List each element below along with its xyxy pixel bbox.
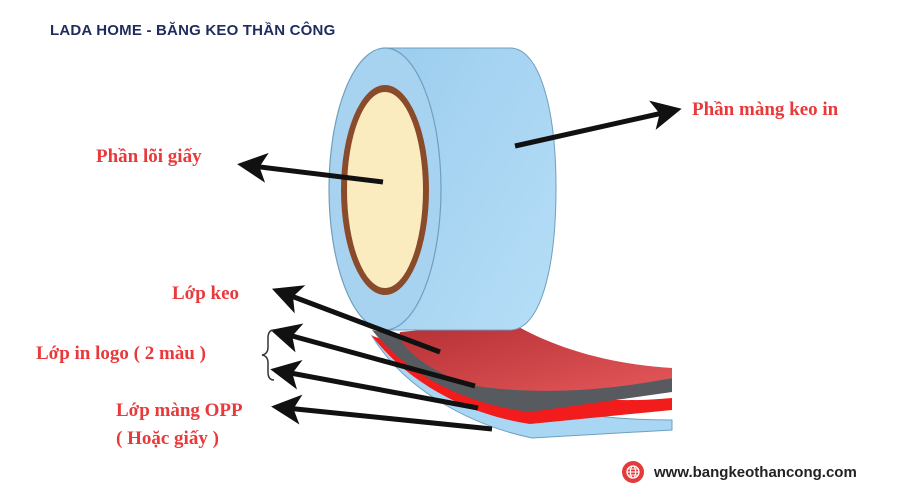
label-logo: Lớp in logo ( 2 màu ) [36,343,206,364]
label-opp: Lớp màng OPP [116,400,243,421]
website-link[interactable]: www.bangkeothancong.com [654,463,857,481]
paper-core [347,92,423,288]
arrow-core [237,152,384,185]
logo-brace [261,329,275,381]
arrow-logo-2 [270,360,479,411]
label-glue: Lớp keo [172,283,240,304]
arrows [237,100,682,432]
globe-icon [622,461,644,483]
arrow-glue [271,285,441,355]
label-film: Phần màng keo in [692,99,839,120]
label-opp-alt: ( Hoặc giấy ) [116,428,219,449]
label-core: Phần lõi giấy [96,146,202,167]
page-title: LADA HOME - BĂNG KEO THẦN CÔNG [50,22,336,39]
glue-layer [399,322,672,391]
arrow-logo-1 [270,323,476,389]
website-footer[interactable]: www.bangkeothancong.com [622,461,857,483]
arrow-film [514,100,682,149]
tape-roll [328,47,557,331]
unrolled-strip [370,322,673,439]
arrow-opp [271,394,493,432]
